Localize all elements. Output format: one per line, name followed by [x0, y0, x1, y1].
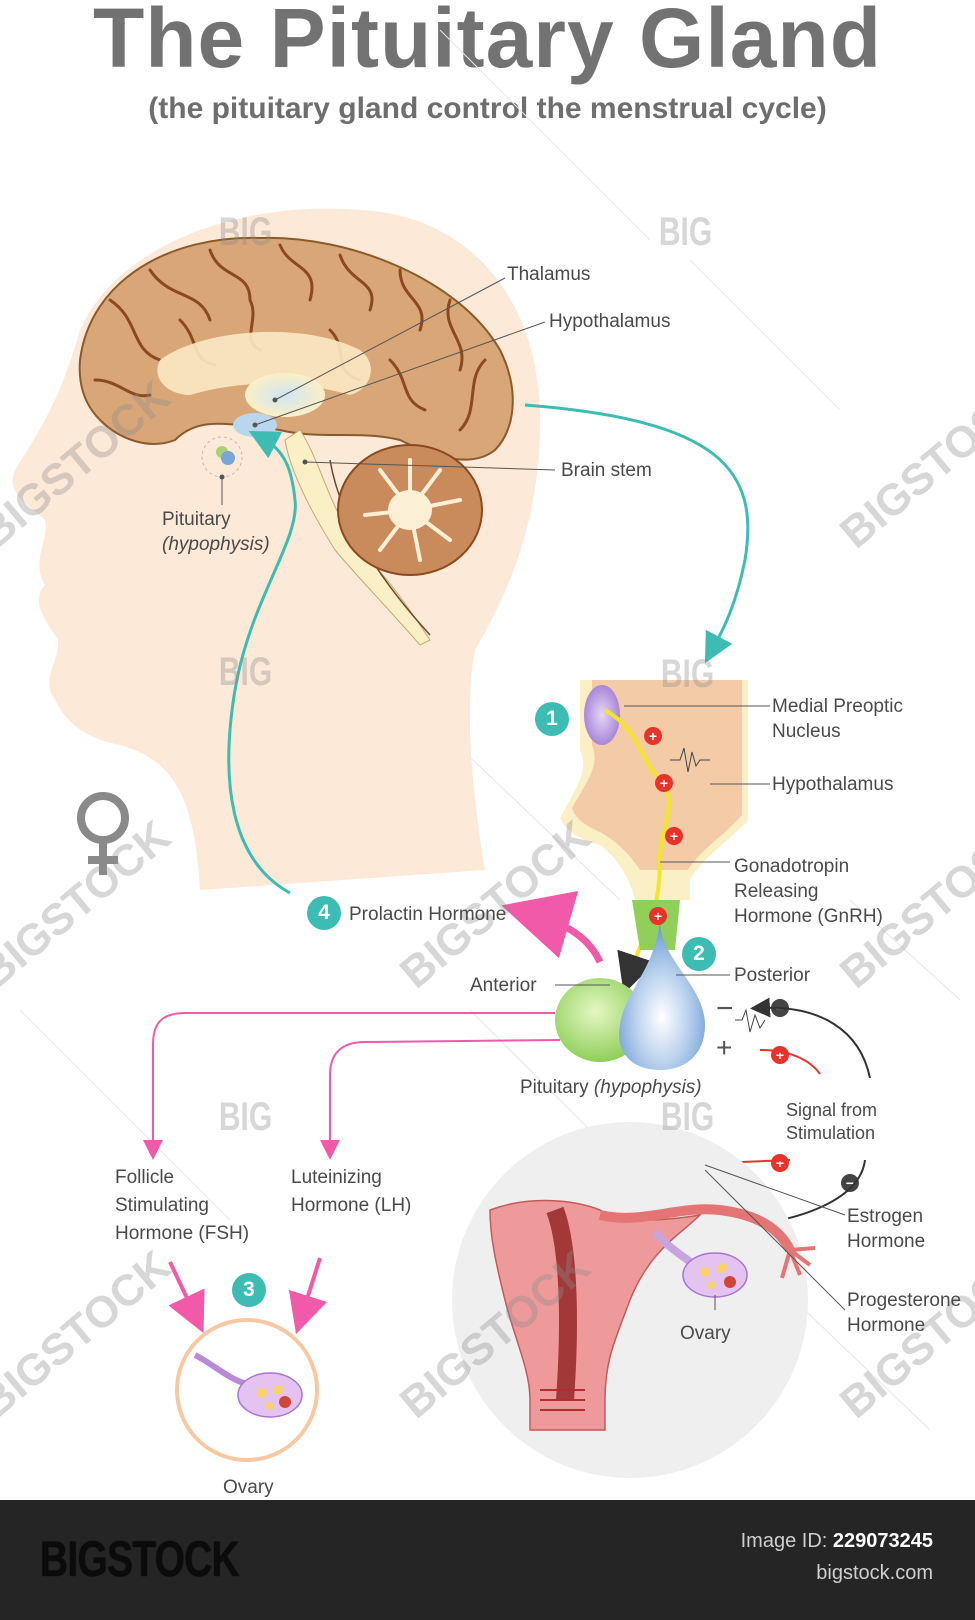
- label-signal-2: Stimulation: [786, 1123, 876, 1143]
- label-brain-stem: Brain stem: [561, 460, 652, 481]
- label-thalamus: Thalamus: [507, 264, 591, 285]
- step-badge-3: 3: [232, 1273, 266, 1307]
- watermark-big: BIG: [660, 1095, 715, 1139]
- arrow-prolactin: [501, 890, 604, 964]
- label-hypophysis-text: (hypophysis): [593, 1077, 702, 1098]
- svg-text:+: +: [660, 775, 668, 791]
- label-ovary-small: Ovary: [223, 1477, 274, 1498]
- plus-symbol: +: [716, 1032, 733, 1063]
- svg-text:+: +: [670, 828, 678, 844]
- footer-image-id: Image ID: 229073245: [741, 1530, 933, 1553]
- label-gnrh-1: Gonadotropin: [734, 856, 850, 877]
- label-fsh-3: Hormone (FSH): [115, 1223, 250, 1244]
- label-estrogen-1: Estrogen: [847, 1206, 924, 1227]
- ovary-large: [682, 1252, 748, 1298]
- svg-text:−: −: [846, 1175, 854, 1191]
- label-lh-2: Hormone (LH): [291, 1195, 412, 1216]
- label-fsh-2: Stimulating: [115, 1195, 209, 1216]
- step-badge-2: 2: [682, 937, 716, 971]
- watermark-big: BIG: [658, 210, 713, 254]
- svg-text:+: +: [776, 1047, 784, 1063]
- arrow-fsh: [143, 1012, 555, 1160]
- label-hypothalamus: Hypothalamus: [549, 311, 671, 332]
- page-title: The Pituitary Gland: [92, 0, 883, 85]
- label-posterior: Posterior: [734, 965, 811, 986]
- label-pituitary-bottom: Pituitary (hypophysis): [520, 1075, 702, 1100]
- label-medial-preoptic: Medial Preoptic: [772, 696, 903, 717]
- label-pituitary-text: Pituitary: [520, 1077, 589, 1098]
- pituitary-stalk: [632, 900, 680, 950]
- label-ovary-uterus: Ovary: [680, 1323, 731, 1344]
- label-hypophysis: (hypophysis): [162, 534, 270, 555]
- brain-leader-lines: [254, 277, 556, 471]
- svg-text:+: +: [776, 1155, 784, 1171]
- label-medial-preoptic-2: Nucleus: [772, 721, 841, 742]
- label-gnrh-3: Hormone (GnRH): [734, 906, 883, 927]
- footer-site: bigstock.com: [816, 1562, 933, 1584]
- label-lh-1: Luteinizing: [291, 1167, 382, 1188]
- posterior-lobe: [619, 920, 705, 1070]
- watermark-big: BIG: [660, 652, 715, 696]
- label-estrogen-2: Hormone: [847, 1231, 926, 1252]
- label-anterior: Anterior: [470, 975, 537, 996]
- watermark-big: BIG: [218, 210, 273, 254]
- step-badge-4: 4: [307, 896, 341, 930]
- step-badge-1: 1: [535, 702, 569, 736]
- female-symbol-icon: [77, 792, 129, 875]
- label-pituitary: Pituitary: [162, 509, 231, 530]
- footer-brand-logo: BIGSTOCK: [40, 1531, 240, 1587]
- svg-text:+: +: [649, 728, 657, 744]
- minus-symbol: −: [716, 992, 734, 1025]
- svg-text:+: +: [654, 908, 662, 924]
- label-prolactin: Prolactin Hormone: [349, 904, 507, 925]
- fallopian-tube: [598, 1204, 795, 1253]
- label-progesterone-1: Progesterone: [847, 1290, 962, 1311]
- pituitary-illustration: + + + + + + + − − −: [12, 29, 961, 1478]
- corpus-callosum: [157, 331, 371, 395]
- label-gnrh-2: Releasing: [734, 881, 819, 902]
- right-leader-lines: [555, 705, 846, 1311]
- page-subtitle: (the pituitary gland control the menstru…: [148, 92, 827, 125]
- image-id-value: 229073245: [832, 1530, 933, 1552]
- image-id-label: Image ID:: [740, 1530, 828, 1552]
- label-signal-1: Signal from: [786, 1100, 878, 1120]
- arrow-brain-to-hypothalamus: [524, 403, 750, 664]
- uterus: [489, 1199, 703, 1431]
- medial-preoptic-nucleus: [584, 685, 620, 745]
- watermark-big: BIG: [218, 1095, 273, 1139]
- arrow-lh: [320, 1039, 561, 1160]
- arrow-prolactin-to-brain: [227, 431, 297, 895]
- watermark-big: BIG: [218, 650, 273, 694]
- label-progesterone-2: Hormone: [847, 1315, 926, 1336]
- footer-bar: [0, 1500, 975, 1620]
- label-hypothalamus-zoom: Hypothalamus: [772, 774, 894, 795]
- label-fsh-1: Follicle: [115, 1167, 175, 1188]
